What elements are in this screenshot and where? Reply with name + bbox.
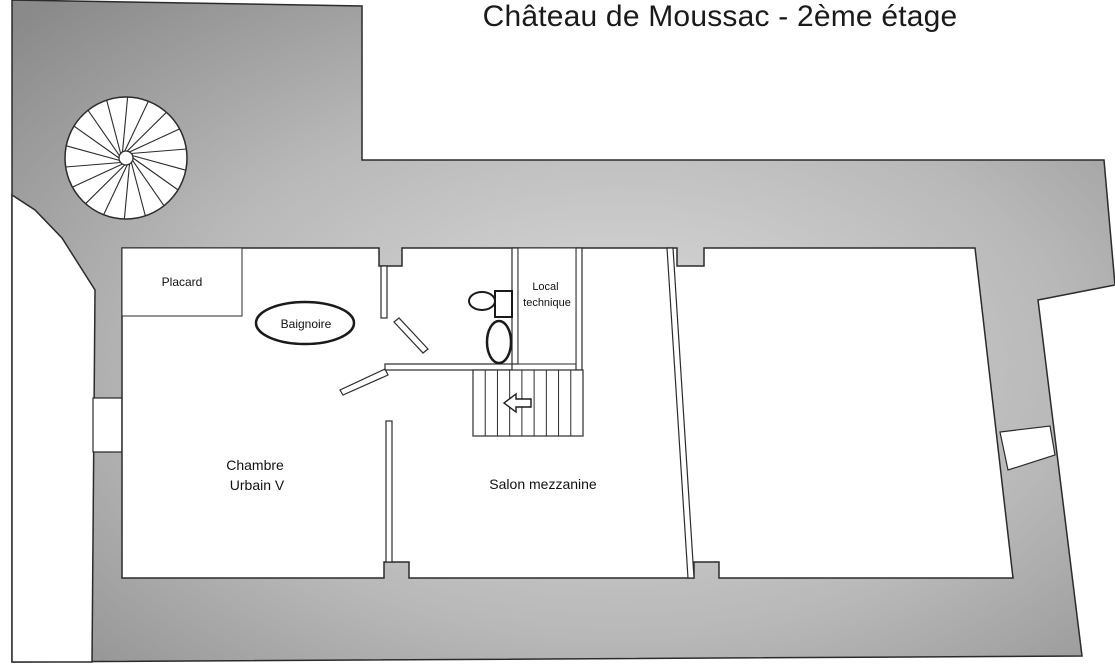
spiral-step [106, 100, 122, 154]
spiral-step [85, 164, 126, 205]
spiral-step [123, 164, 131, 220]
chambre-label: Chambre Urbain V [226, 457, 287, 493]
placard-room [121, 247, 243, 317]
toilet-icon [468, 290, 513, 318]
spiral-step [121, 96, 129, 152]
placard-label: Placard [162, 275, 203, 289]
spiral-step [132, 155, 186, 171]
spiral-step [72, 163, 123, 188]
exterior-strip [11, 193, 96, 663]
spiral-step [66, 145, 120, 161]
plan-title: Château de Moussac - 2ème étage [482, 0, 958, 33]
window-left [92, 397, 123, 453]
spiral-step [131, 148, 187, 155]
spiral-staircase [64, 96, 188, 220]
spiral-step [124, 101, 149, 152]
salon-label: Salon mezzanine [489, 476, 597, 492]
spiral-step [132, 157, 179, 191]
local-technique-label: Local technique [523, 281, 571, 309]
spiral-step [65, 161, 121, 168]
spiral-step [87, 109, 120, 156]
sink-icon [485, 319, 513, 365]
bathroom-partitions [339, 247, 695, 579]
bathtub-label: Baignoire [281, 317, 332, 331]
stair-arrow-icon [502, 392, 532, 414]
straight-staircase [472, 369, 584, 437]
spiral-step [130, 162, 146, 216]
spiral-step [129, 128, 180, 153]
spiral-step [126, 111, 167, 152]
spiral-step [103, 164, 128, 215]
spiral-step [73, 125, 120, 159]
local-technique-room [517, 247, 577, 365]
bathtub [254, 300, 356, 346]
spiral-step [132, 160, 165, 207]
window-right [999, 425, 1056, 471]
